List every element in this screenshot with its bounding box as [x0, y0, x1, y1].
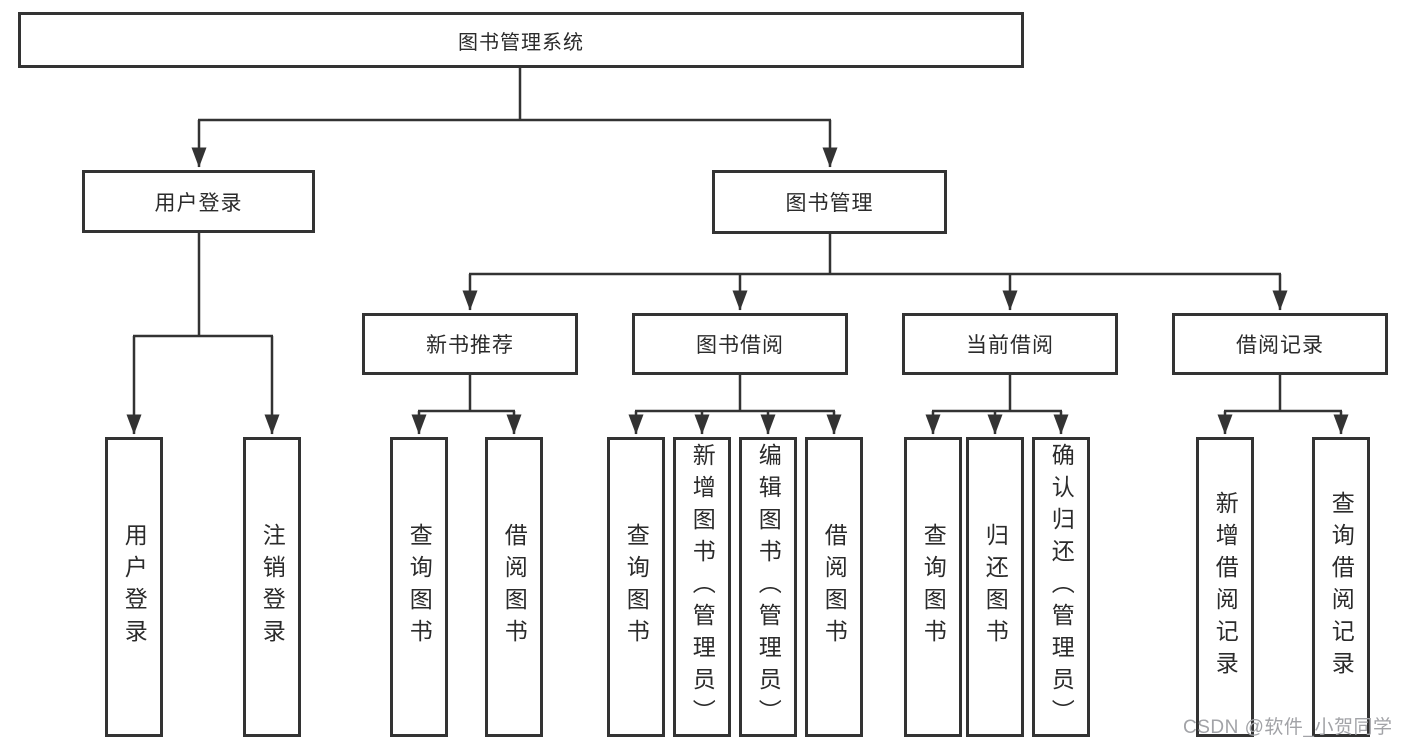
- leaf-label: 编辑图书（管理员）: [755, 443, 782, 731]
- csdn-watermark: CSDN @软件_小贺同学: [1183, 717, 1393, 738]
- leaf-add-books-admin: 新增图书（管理员）: [673, 437, 731, 737]
- leaf-label: 查询图书: [623, 523, 650, 651]
- leaf-query-borrow-record: 查询借阅记录: [1312, 437, 1370, 737]
- leaf-label: 注销登录: [259, 523, 286, 651]
- leaf-label: 借阅图书: [501, 523, 528, 651]
- connector-spines: [133, 68, 1342, 413]
- leaf-edit-books-admin: 编辑图书（管理员）: [739, 437, 797, 737]
- node-current-borrowing: 当前借阅: [902, 313, 1118, 375]
- leaf-logout: 注销登录: [243, 437, 301, 737]
- node-borrowing-records: 借阅记录: [1172, 313, 1388, 375]
- leaf-borrow-books-recommend: 借阅图书: [485, 437, 543, 737]
- leaf-query-books-current: 查询图书: [904, 437, 962, 737]
- leaf-label: 新增图书（管理员）: [689, 443, 716, 731]
- leaf-label: 确认归还（管理员）: [1048, 443, 1075, 731]
- leaf-label: 新增借阅记录: [1212, 491, 1239, 683]
- node-user-login: 用户登录: [82, 170, 315, 233]
- leaf-borrow-books-borrowing: 借阅图书: [805, 437, 863, 737]
- leaf-add-borrow-record: 新增借阅记录: [1196, 437, 1254, 737]
- node-library-management-system: 图书管理系统: [18, 12, 1024, 68]
- leaf-user-login: 用户登录: [105, 437, 163, 737]
- leaf-query-books-borrowing: 查询图书: [607, 437, 665, 737]
- node-new-book-recommend: 新书推荐: [362, 313, 578, 375]
- leaf-confirm-return-admin: 确认归还（管理员）: [1032, 437, 1090, 737]
- leaf-label: 查询图书: [406, 523, 433, 651]
- leaf-label: 查询借阅记录: [1328, 491, 1355, 683]
- leaf-label: 用户登录: [121, 523, 148, 651]
- leaf-return-books: 归还图书: [966, 437, 1024, 737]
- leaf-label: 借阅图书: [821, 523, 848, 651]
- node-book-management: 图书管理: [712, 170, 947, 234]
- leaf-label: 归还图书: [982, 523, 1009, 651]
- node-book-borrowing: 图书借阅: [632, 313, 848, 375]
- leaf-query-books-recommend: 查询图书: [390, 437, 448, 737]
- leaf-label: 查询图书: [920, 523, 947, 651]
